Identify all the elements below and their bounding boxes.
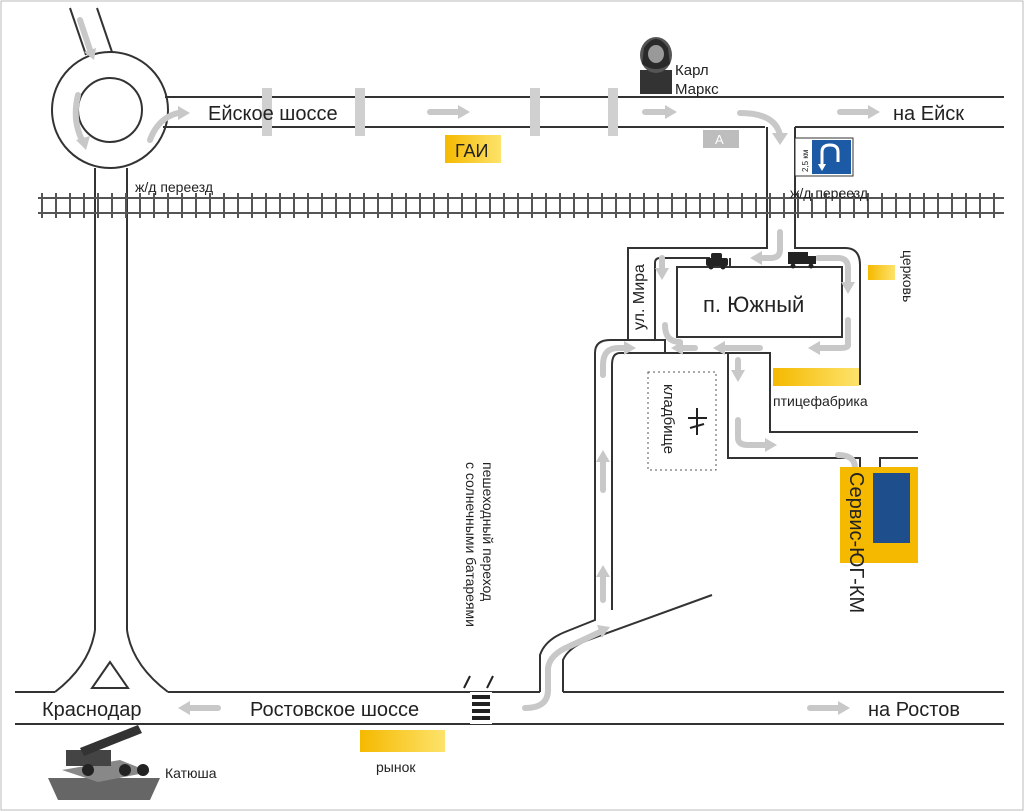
karl-marx-bust-icon xyxy=(640,37,672,94)
rostov-highway-label: Ростовское шоссе xyxy=(250,699,419,721)
rail-crossing-west-label: ж/д переезд xyxy=(135,179,213,195)
lane-markers xyxy=(262,88,618,136)
karl-marx-label-line2: Маркс xyxy=(675,81,719,98)
truck-icon xyxy=(788,252,816,269)
church-label: церковь xyxy=(900,250,916,302)
krasnodar-label: Краснодар xyxy=(42,699,142,721)
church-marker xyxy=(868,265,895,280)
cemetery-area xyxy=(647,371,717,471)
u-turn-sign-icon xyxy=(794,137,854,177)
market-marker xyxy=(360,730,445,752)
to-yeysk-label: на Ейск xyxy=(893,103,964,125)
pedestrian-label-line1: пешеходный переход xyxy=(480,462,496,601)
market-label: рынок xyxy=(376,759,416,775)
settlement-label: п. Южный xyxy=(703,292,804,317)
service-label: Сервис-ЮГ-КМ xyxy=(845,472,867,613)
karl-marx-label-line1: Карл xyxy=(675,62,709,79)
cross-icon xyxy=(688,408,707,435)
pedestrian-label-line2: с солнечными батареями xyxy=(463,462,479,627)
service-building xyxy=(873,473,910,543)
poultry-farm-marker xyxy=(773,368,859,386)
cemetery-label: кладбище xyxy=(660,384,677,454)
road-network xyxy=(15,7,1004,725)
katyusha-label: Катюша xyxy=(165,765,217,781)
pedestrian-crossing-label: пешеходный переход с солнечными батареям… xyxy=(463,462,496,627)
rail-crossing-east-label: ж/д переезд xyxy=(790,185,868,201)
railway xyxy=(38,193,1004,218)
gai-label: ГАИ xyxy=(455,141,489,161)
gai-marker xyxy=(445,135,501,163)
to-rostov-label: на Ростов xyxy=(868,699,960,721)
car-icon xyxy=(706,253,728,270)
gas-station-letter: A xyxy=(715,132,724,147)
u-turn-distance: 2,5 км xyxy=(801,150,810,172)
katyusha-monument-icon xyxy=(48,725,160,800)
yeysk-highway-label: Ейское шоссе xyxy=(208,103,338,125)
poultry-farm-label: птицефабрика xyxy=(773,393,868,409)
gas-station-sign xyxy=(703,130,739,148)
pedestrian-crossing xyxy=(463,675,494,724)
direction-arrows xyxy=(72,17,880,715)
mira-street-label: ул. Мира xyxy=(631,264,648,330)
